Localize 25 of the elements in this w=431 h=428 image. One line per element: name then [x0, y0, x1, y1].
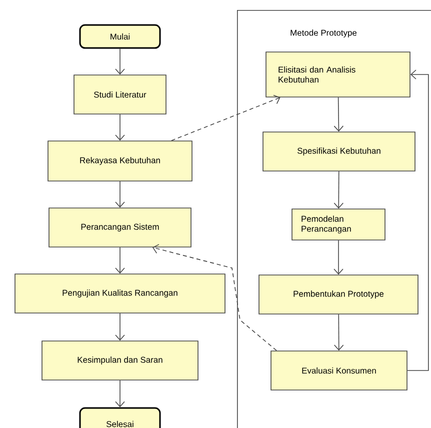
arrow — [334, 240, 344, 275]
process-box: Evaluasi Konsumen — [270, 350, 408, 390]
arrow — [115, 247, 125, 274]
process-box: Studi Literatur — [74, 74, 166, 114]
arrow — [152, 244, 277, 351]
arrow — [334, 171, 344, 209]
process-box: Elisitasi dan Analisis Kebutuhan — [266, 52, 410, 98]
arrow — [115, 48, 125, 75]
arrow — [334, 97, 344, 132]
process-box: Pembentukan Prototype — [258, 274, 418, 314]
process-box: Spesifikasi Kebutuhan — [262, 132, 416, 172]
arrow — [407, 70, 429, 371]
arrow — [171, 94, 280, 141]
arrow — [334, 314, 344, 351]
process-box: Rekayasa Kebutuhan — [48, 140, 192, 182]
process-box: Perancangan Sistem — [48, 208, 192, 248]
process-box: Pemodelan Perancangan — [292, 208, 386, 240]
arrow — [115, 181, 125, 208]
process-box: Pengujian Kualitas Rancangan — [14, 274, 226, 314]
terminal-box: Mulai — [79, 24, 161, 49]
terminal-box: Selesai — [79, 407, 161, 428]
process-box: Kesimpulan dan Saran — [42, 340, 198, 380]
arrow — [115, 114, 125, 141]
arrow — [115, 380, 125, 408]
arrow — [115, 313, 125, 341]
